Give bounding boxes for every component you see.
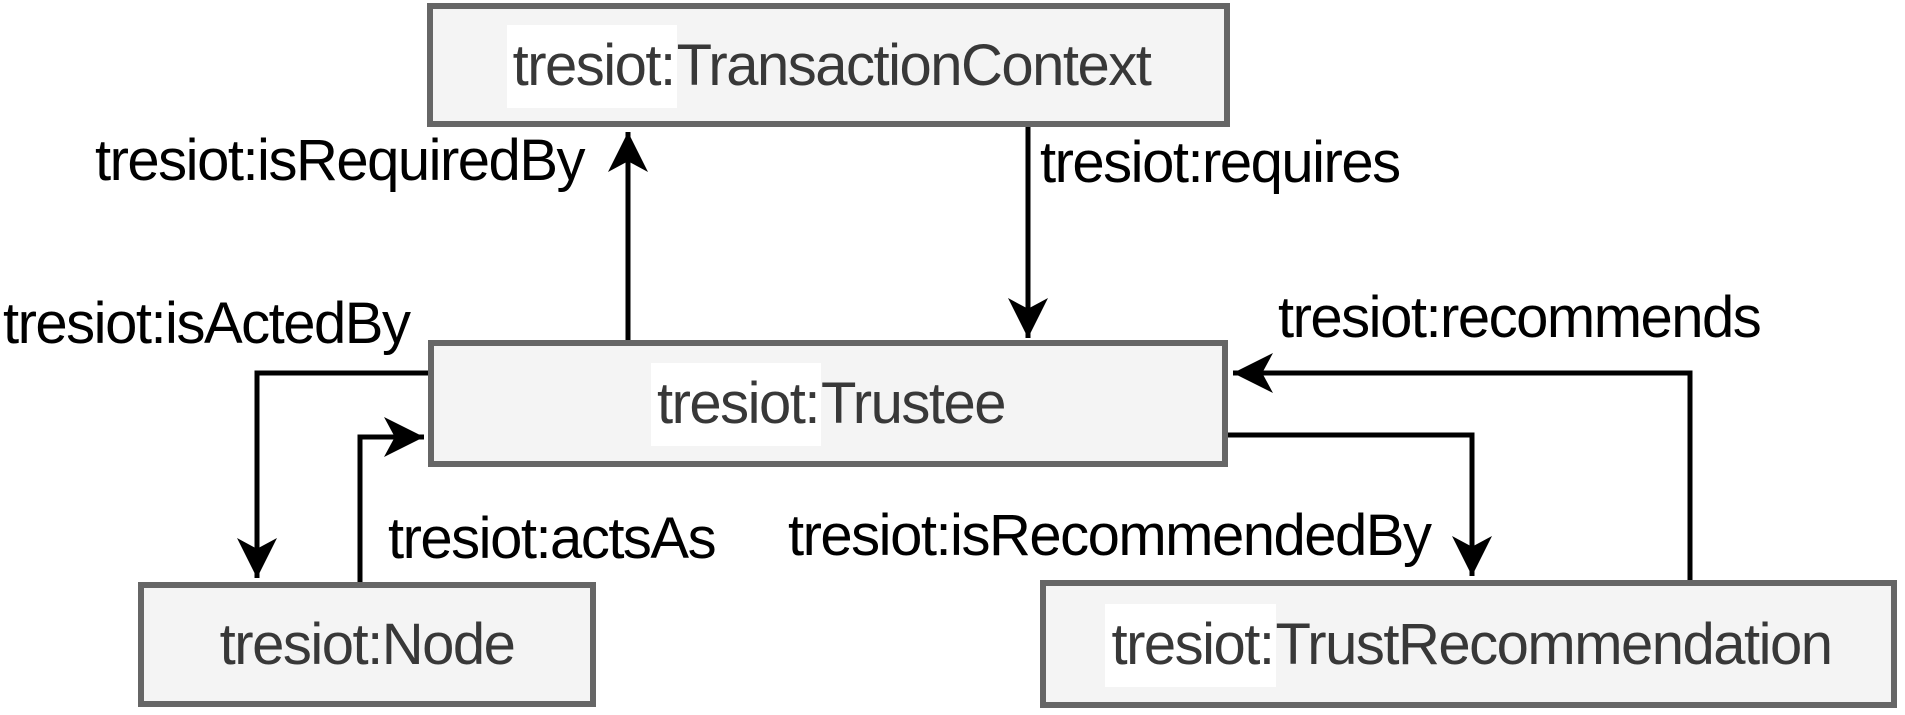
edge-label-is-required-by: tresiot:isRequiredBy [95, 128, 586, 193]
node-trust-recommendation: tresiot:TrustRecommendation [1040, 580, 1897, 708]
node-transaction-context: tresiot:TransactionContext [427, 3, 1230, 127]
node-label: tresiot:Trustee [650, 363, 1007, 446]
node-label: tresiot:TrustRecommendation [1105, 603, 1834, 687]
edge-is-recommended-by-arrow [1228, 432, 1492, 576]
node-prefix: tresiot: [1105, 603, 1276, 687]
edge-label-acts-as: tresiot:actsAs [388, 506, 717, 571]
node-prefix: tresiot: [506, 24, 677, 108]
node-name: Node [381, 612, 516, 677]
node-name: Trustee [821, 371, 1006, 436]
edge-label-requires: tresiot:requires [1040, 130, 1401, 195]
node-name: TransactionContext [676, 32, 1152, 98]
node-label: tresiot:TransactionContext [506, 24, 1152, 108]
edge-acts-as-arrow [357, 417, 424, 582]
node-name: TrustRecommendation [1275, 611, 1834, 677]
node-label: tresiot:Node [220, 611, 516, 678]
edge-label-is-acted-by: tresiot:isActedBy [3, 291, 411, 356]
edge-is-acted-by-arrow [237, 370, 428, 578]
edge-recommends-arrow [1233, 353, 1693, 580]
node-trustee: tresiot:Trustee [428, 340, 1228, 467]
node-prefix: tresiot: [650, 363, 822, 446]
node-prefix: tresiot: [219, 612, 384, 677]
edge-label-is-recommended-by: tresiot:isRecommendedBy [788, 503, 1432, 568]
edge-label-recommends: tresiot:recommends [1278, 285, 1762, 350]
node-node: tresiot:Node [138, 582, 596, 707]
